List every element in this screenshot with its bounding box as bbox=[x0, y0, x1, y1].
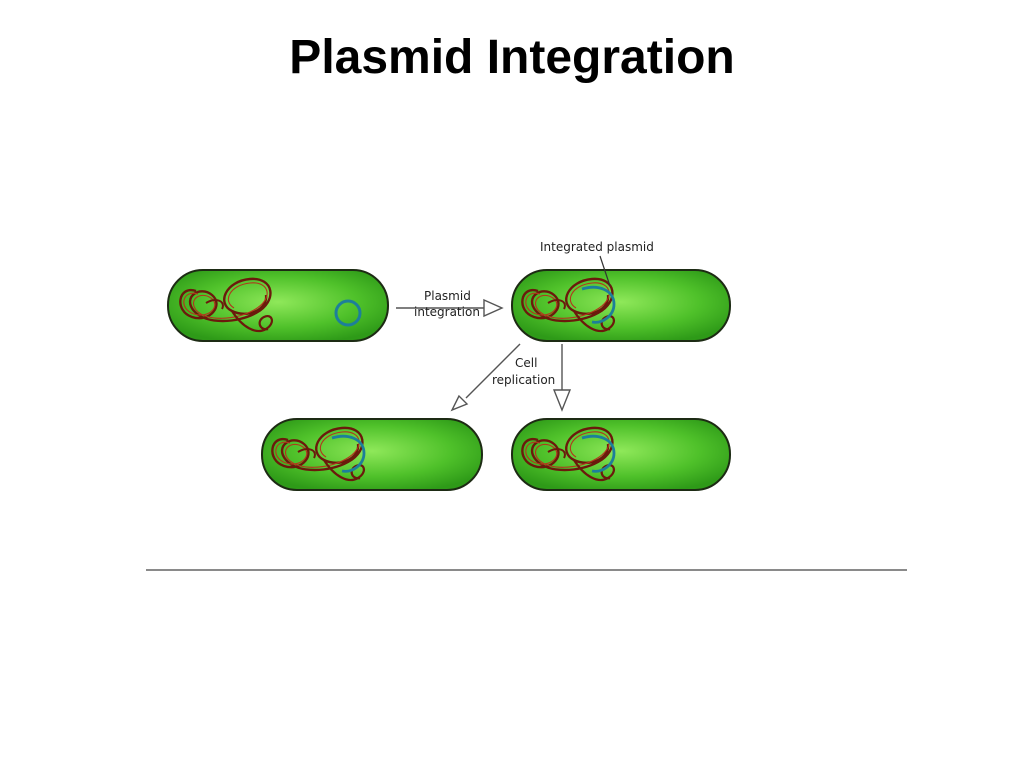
label-integration: integration bbox=[414, 305, 480, 319]
label-plasmid: Plasmid bbox=[424, 289, 471, 303]
arrow-replication-left bbox=[450, 343, 521, 412]
label-replication: replication bbox=[492, 373, 555, 387]
cell-body bbox=[167, 269, 389, 342]
cell-body bbox=[261, 418, 483, 491]
integrated-plasmid-segment bbox=[581, 285, 616, 324]
bacterial-cell-original bbox=[167, 269, 389, 342]
arrow-replication-down bbox=[552, 344, 572, 412]
plasmid-icon bbox=[334, 299, 362, 327]
bacterial-cell-daughter-right bbox=[511, 418, 731, 491]
arrow-head bbox=[483, 298, 504, 318]
arrow-line bbox=[465, 343, 521, 399]
cell-body bbox=[511, 269, 731, 342]
slide-title: Plasmid Integration bbox=[289, 31, 735, 84]
label-cell: Cell bbox=[515, 356, 537, 370]
pointer-integrated-plasmid bbox=[599, 255, 611, 287]
arrow-plasmid-integration bbox=[396, 298, 504, 318]
arrow-head bbox=[450, 394, 469, 412]
bacterial-cell-integrated bbox=[511, 269, 731, 342]
integrated-plasmid-segment bbox=[331, 434, 366, 473]
label-integrated-plasmid: Integrated plasmid bbox=[540, 240, 654, 254]
bacterial-cell-daughter-left bbox=[261, 418, 483, 491]
cell-body bbox=[511, 418, 731, 491]
integrated-plasmid-segment bbox=[581, 434, 616, 473]
slide-divider bbox=[146, 569, 907, 571]
arrow-head bbox=[552, 389, 572, 412]
